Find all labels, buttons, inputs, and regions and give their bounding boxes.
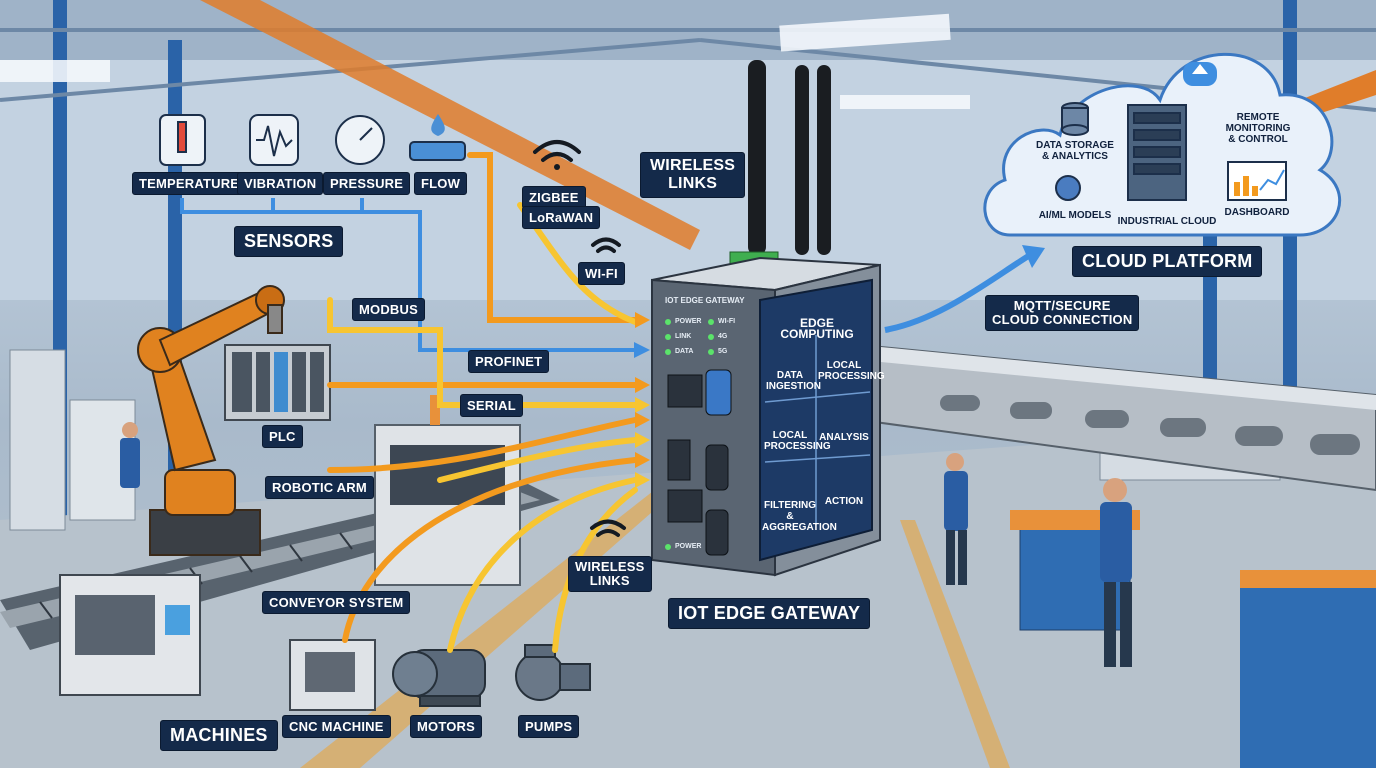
led-4g-label: 4G: [718, 333, 728, 340]
vibration-label: VIBRATION: [237, 172, 324, 195]
panel-cell-filtering: FILTERING & AGGREGATION: [762, 500, 837, 533]
wireless-links-top-line2: LINKS: [668, 175, 718, 192]
conveyor-system-label: CONVEYOR SYSTEM: [262, 591, 411, 614]
panel-cell-local-processing: LOCAL PROCESSING: [764, 430, 831, 452]
motors-label: MOTORS: [410, 715, 483, 738]
sensors-heading: SENSORS: [234, 226, 344, 257]
cell-4-line1: FILTERING &: [763, 500, 817, 522]
robotic-arm-label: ROBOTIC ARM: [265, 476, 374, 499]
remote-line3: & CONTROL: [1228, 134, 1288, 145]
flow-label: FLOW: [414, 172, 468, 195]
panel-cell-analysis: ANALYSIS: [818, 432, 870, 443]
pumps-label: PUMPS: [518, 715, 580, 738]
wireless-links-top-label: WIRELESS LINKS: [640, 152, 746, 198]
mqtt-label: MQTT/SECURE CLOUD CONNECTION: [985, 295, 1140, 331]
gateway-caption: IOT EDGE GATEWAY: [668, 598, 871, 629]
cell-1-line1: LOCAL: [826, 360, 862, 371]
pressure-label: PRESSURE: [323, 172, 411, 195]
cloud-ai-ml: AI/ML MODELS: [1038, 210, 1112, 221]
data-storage-line1: DATA STORAGE: [1036, 140, 1114, 151]
data-storage-line2: & ANALYTICS: [1042, 151, 1108, 162]
led-5g-label: 5G: [718, 348, 728, 355]
remote-line1: REMOTE: [1236, 112, 1280, 123]
led-link-label: LINK: [675, 333, 692, 340]
cloud-dashboard: DASHBOARD: [1224, 207, 1290, 218]
mqtt-line2: CLOUD CONNECTION: [992, 312, 1133, 327]
led-power-label: POWER: [675, 318, 702, 325]
panel-cell-data-ingestion: DATA INGESTION: [766, 370, 822, 392]
cloud-industrial-cloud: INDUSTRIAL CLOUD: [1117, 216, 1217, 227]
cell-3-line1: ANALYSIS: [819, 432, 869, 443]
edge-computing-title: EDGE COMPUTING: [780, 316, 854, 341]
panel-cell-action: ACTION: [818, 496, 870, 507]
gateway-title: IOT EDGE GATEWAY: [665, 296, 745, 305]
panel-cell-local-processing-top: LOCAL PROCESSING: [818, 360, 885, 382]
plc-label: PLC: [262, 425, 303, 448]
cell-2-line2: PROCESSING: [764, 441, 831, 452]
cell-4-line2: AGGREGATION: [762, 522, 837, 533]
cell-5-line1: ACTION: [824, 496, 864, 507]
cloud-platform-heading: CLOUD PLATFORM: [1072, 246, 1263, 277]
temperature-label: TEMPERATURE: [132, 172, 247, 195]
remote-line2: MONITORING: [1225, 123, 1291, 134]
cell-0-line1: DATA: [776, 370, 804, 381]
profinet-label: PROFINET: [468, 350, 550, 373]
cell-1-line2: PROCESSING: [818, 371, 885, 382]
lorawan-label: LoRaWAN: [522, 206, 601, 229]
cloud-data-storage: DATA STORAGE & ANALYTICS: [1030, 140, 1120, 162]
led-wifi-label: WI-FI: [718, 318, 736, 325]
wireless-links-top-line1: WIRELESS: [650, 157, 736, 174]
wireless-links-bottom-line2: LINKS: [589, 573, 630, 588]
led-power-bottom-label: POWER: [675, 543, 702, 550]
serial-label: SERIAL: [460, 394, 523, 417]
led-data-label: DATA: [675, 348, 694, 355]
mqtt-line1: MQTT/SECURE: [1013, 298, 1111, 313]
cloud-remote-monitoring: REMOTE MONITORING & CONTROL: [1218, 112, 1298, 145]
wireless-links-bottom-label: WIRELESS LINKS: [568, 556, 652, 592]
modbus-label: MODBUS: [352, 298, 425, 321]
wifi-label: WI-FI: [578, 262, 625, 285]
wireless-links-bottom-line1: WIRELESS: [575, 559, 645, 574]
machines-heading: MACHINES: [160, 720, 278, 751]
cell-0-line2: INGESTION: [766, 381, 822, 392]
cell-2-line1: LOCAL: [772, 430, 808, 441]
cnc-machine-label: CNC MACHINE: [282, 715, 391, 738]
